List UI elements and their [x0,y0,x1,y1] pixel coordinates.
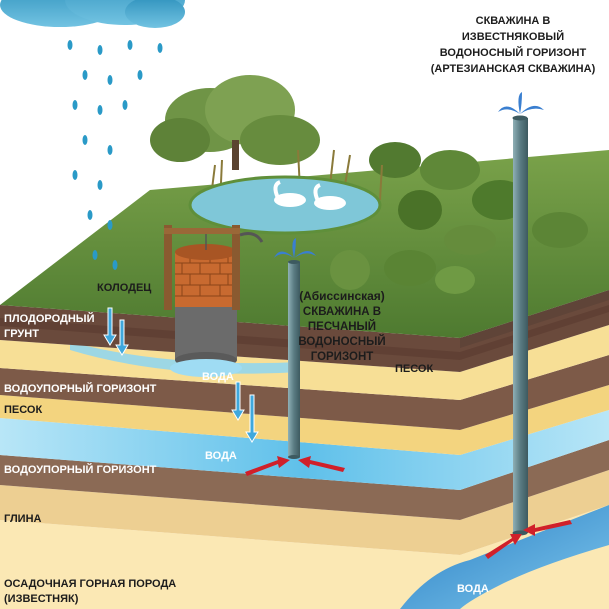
label-water-well: ВОДА [202,371,234,383]
svg-text:ВОДОНОСНЫЙ: ВОДОНОСНЫЙ [298,335,385,348]
label-abyssinian: (Абиссинская) СКВАЖИНА В ПЕСЧАНЫЙ ВОДОНО… [298,289,385,363]
label-fertile-soil-1: ПЛОДОРОДНЫЙ [4,312,95,325]
svg-text:(АРТЕЗИАНСКАЯ СКВАЖИНА): (АРТЕЗИАНСКАЯ СКВАЖИНА) [431,63,596,75]
svg-text:СКВАЖИНА В: СКВАЖИНА В [476,15,551,27]
abyssinian-pipe [288,262,300,457]
svg-text:ГОРИЗОНТ: ГОРИЗОНТ [311,351,374,363]
label-impermeable-2: ВОДОУПОРНЫЙ ГОРИЗОНТ [4,463,157,476]
svg-text:СКВАЖИНА В: СКВАЖИНА В [303,306,381,318]
label-fertile-soil-2: ГРУНТ [4,328,39,340]
svg-text:(Абиссинская): (Абиссинская) [299,289,385,303]
label-impermeable-1: ВОДОУПОРНЫЙ ГОРИЗОНТ [4,382,157,395]
label-sand-left: ПЕСОК [4,404,42,416]
label-sand-right: ПЕСОК [395,363,433,375]
label-water-bottom: ВОДА [457,583,489,595]
artesian-pipe [513,118,528,533]
label-sedimentary-2: (ИЗВЕСТНЯК) [4,593,79,605]
label-water-mid: ВОДА [205,450,237,462]
label-kolodets: КОЛОДЕЦ [97,282,151,294]
svg-text:ВОДОНОСНЫЙ ГОРИЗОНТ: ВОДОНОСНЫЙ ГОРИЗОНТ [440,46,587,59]
svg-text:ПЕСЧАНЫЙ: ПЕСЧАНЫЙ [308,320,376,333]
svg-text:ИЗВЕСТНЯКОВЫЙ: ИЗВЕСТНЯКОВЫЙ [462,30,564,43]
label-sedimentary-1: ОСАДОЧНАЯ ГОРНАЯ ПОРОДА [4,578,176,590]
label-clay: ГЛИНА [4,513,42,525]
